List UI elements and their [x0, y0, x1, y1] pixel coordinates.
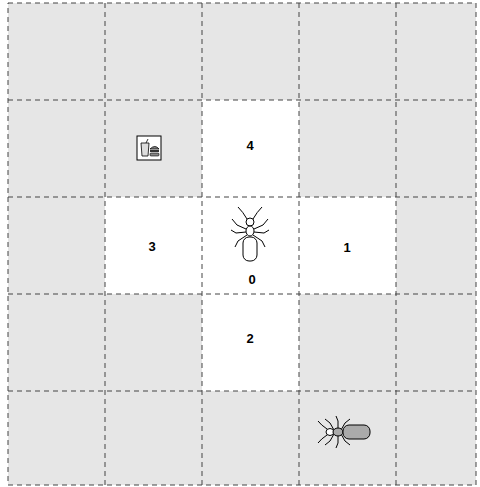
- grid-cell: 1: [299, 197, 396, 294]
- grid-cell: 0: [202, 197, 299, 294]
- grey-ground: [8, 3, 476, 485]
- grid-cell: 2: [202, 294, 299, 391]
- grey-ant-icon: [318, 416, 370, 448]
- cell-number: 4: [246, 139, 253, 152]
- cell-number: 1: [343, 241, 350, 254]
- food-icon: [137, 136, 161, 160]
- cell-number: 3: [148, 240, 155, 253]
- open-cells: [105, 100, 396, 391]
- grid-cell: 4: [202, 100, 299, 197]
- ant-icon: [231, 207, 269, 261]
- cell-number: 0: [248, 273, 255, 286]
- cell-number: 2: [246, 332, 253, 345]
- grid-lines: [8, 3, 476, 485]
- grid-cell: 3: [105, 197, 202, 294]
